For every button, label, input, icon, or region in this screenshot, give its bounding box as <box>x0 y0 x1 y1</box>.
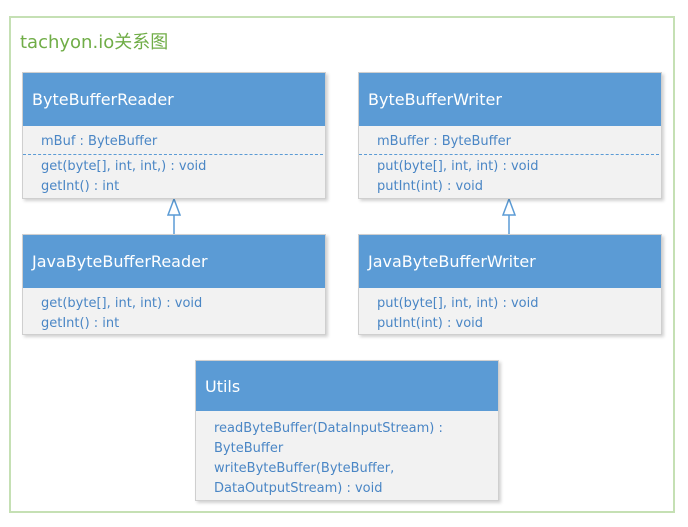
diagram-title: tachyon.io关系图 <box>20 32 169 53</box>
class-body: get(byte[], int, int) : void getInt() : … <box>23 288 325 334</box>
writer-inheritance-arrow <box>501 196 517 216</box>
reader-inheritance-arrow <box>166 196 182 216</box>
class-name: JavaByteBufferReader <box>23 235 325 288</box>
diagram-frame <box>9 16 675 513</box>
class-method: get(byte[], int, int) : void <box>41 296 203 311</box>
class-fields: mBuffer : ByteBuffer <box>359 132 659 155</box>
class-method: putInt(int) : void <box>377 179 484 194</box>
class-byte-buffer-writer: ByteBufferWriter mBuffer : ByteBuffer pu… <box>358 72 662 199</box>
class-methods: put(byte[], int, int) : void putInt(int)… <box>377 292 661 334</box>
class-method: put(byte[], int, int) : void <box>377 296 539 311</box>
class-field: mBuf : ByteBuffer <box>41 134 158 149</box>
class-fields: mBuf : ByteBuffer <box>23 132 323 155</box>
class-methods: get(byte[], int, int,) : void getInt() :… <box>41 155 325 197</box>
class-method: get(byte[], int, int,) : void <box>41 159 207 174</box>
class-name: ByteBufferReader <box>23 73 325 126</box>
class-java-byte-buffer-reader: JavaByteBufferReader get(byte[], int, in… <box>22 234 326 335</box>
class-body: put(byte[], int, int) : void putInt(int)… <box>359 288 661 334</box>
class-method: getInt() : int <box>41 179 120 194</box>
class-name: Utils <box>196 361 498 411</box>
class-byte-buffer-reader: ByteBufferReader mBuf : ByteBuffer get(b… <box>22 72 326 199</box>
class-method: readByteBuffer(DataInputStream) : <box>214 421 443 436</box>
class-body: mBuf : ByteBuffer get(byte[], int, int,)… <box>23 126 325 197</box>
class-body: readByteBuffer(DataInputStream) : ByteBu… <box>196 411 498 499</box>
class-methods: get(byte[], int, int) : void getInt() : … <box>41 292 325 334</box>
class-method: putInt(int) : void <box>377 316 484 331</box>
class-body: mBuffer : ByteBuffer put(byte[], int, in… <box>359 126 661 197</box>
class-methods: readByteBuffer(DataInputStream) : ByteBu… <box>214 417 498 499</box>
class-name: ByteBufferWriter <box>359 73 661 126</box>
class-method: writeByteBuffer(ByteBuffer, <box>214 461 395 476</box>
class-name: JavaByteBufferWriter <box>359 235 661 288</box>
class-method: ByteBuffer <box>214 441 284 456</box>
class-methods: put(byte[], int, int) : void putInt(int)… <box>377 155 661 197</box>
class-method: put(byte[], int, int) : void <box>377 159 539 174</box>
class-method: DataOutputStream) : void <box>214 481 383 496</box>
class-field: mBuffer : ByteBuffer <box>377 134 511 149</box>
class-utils: Utils readByteBuffer(DataInputStream) : … <box>195 360 499 501</box>
class-method: getInt() : int <box>41 316 120 331</box>
class-java-byte-buffer-writer: JavaByteBufferWriter put(byte[], int, in… <box>358 234 662 335</box>
